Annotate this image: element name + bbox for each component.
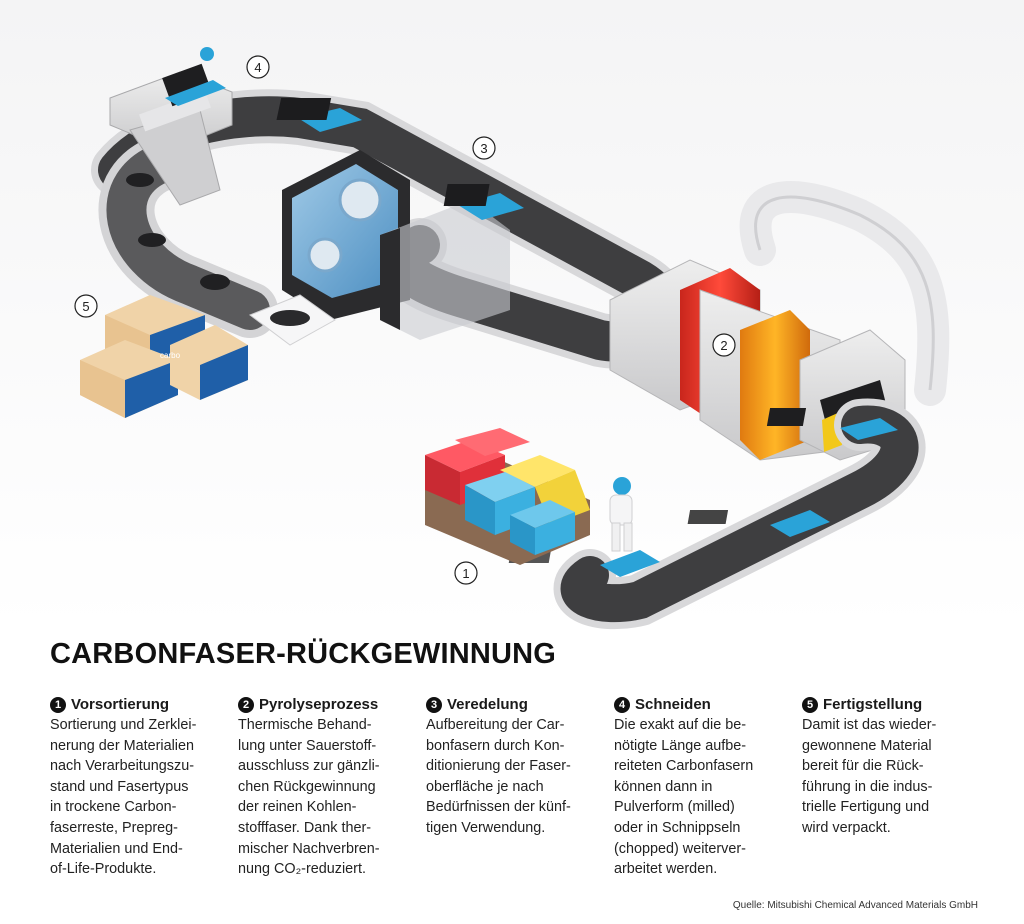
- step-heading: Vorsortierung: [71, 696, 170, 713]
- step-number-badge: 1: [50, 696, 66, 713]
- step-4: 4 Schneiden Die exakt auf die be- nötigt…: [614, 696, 802, 880]
- step-description: Aufbereitung der Car- bonfasern durch Ko…: [426, 717, 571, 836]
- step-1: 1 Vorsortierung Sortierung und Zerklei- …: [50, 696, 238, 880]
- step-heading: Schneiden: [635, 696, 711, 713]
- conveyor-belt-left: [98, 132, 278, 338]
- step-heading: Fertigstellung: [823, 696, 923, 713]
- box-brand-label: carbo: [160, 351, 181, 360]
- fiber-bag: [248, 294, 336, 346]
- step-3: 3 Veredelung Aufbereitung der Car- bonfa…: [426, 696, 614, 880]
- cutting-hopper: [109, 47, 233, 206]
- callout-3-number: 3: [480, 141, 487, 156]
- fiber-pieces-left: [126, 173, 230, 290]
- step-description: Damit ist das wieder- gewonnene Material…: [802, 717, 937, 836]
- callout-3: 3: [472, 136, 496, 160]
- worker-figure: [609, 477, 633, 552]
- callout-5: 5: [74, 294, 98, 318]
- source-credit: Quelle: Mitsubishi Chemical Advanced Mat…: [732, 900, 978, 911]
- step-number-badge: 5: [802, 696, 818, 713]
- step-number-badge: 3: [426, 696, 442, 713]
- step-number-badge: 4: [614, 696, 630, 713]
- callout-4-number: 4: [254, 60, 261, 75]
- page-title: CARBONFASER-RÜCKGEWINNUNG: [50, 638, 557, 670]
- surface-treatment-unit: [282, 150, 510, 340]
- step-2: 2 Pyrolyseprozess Thermische Behand- lun…: [238, 696, 426, 880]
- step-description: Sortierung und Zerklei- nerung der Mater…: [50, 717, 197, 878]
- callout-1-number: 1: [462, 566, 469, 581]
- steps-legend: 1 Vorsortierung Sortierung und Zerklei- …: [50, 696, 990, 880]
- step-description: Thermische Behand- lung unter Sauerstoff…: [238, 717, 380, 878]
- step-number-badge: 2: [238, 696, 254, 713]
- step-5: 5 Fertigstellung Damit ist das wieder- g…: [802, 696, 990, 880]
- callout-2-number: 2: [720, 338, 727, 353]
- callout-1: 1: [454, 561, 478, 585]
- callout-2: 2: [712, 333, 736, 357]
- step-heading: Pyrolyseprozess: [259, 696, 379, 713]
- step-description: Die exakt auf die be- nötigte Länge aufb…: [614, 717, 754, 878]
- sorted-crates: [425, 428, 590, 565]
- callout-4: 4: [246, 55, 270, 79]
- packed-boxes: carbo: [80, 295, 248, 418]
- callout-5-number: 5: [82, 299, 89, 314]
- pyrolysis-furnace: [609, 181, 950, 461]
- conveyor-belt-lower: [508, 398, 926, 630]
- carbon-trays: [276, 98, 524, 220]
- step-heading: Veredelung: [447, 696, 528, 713]
